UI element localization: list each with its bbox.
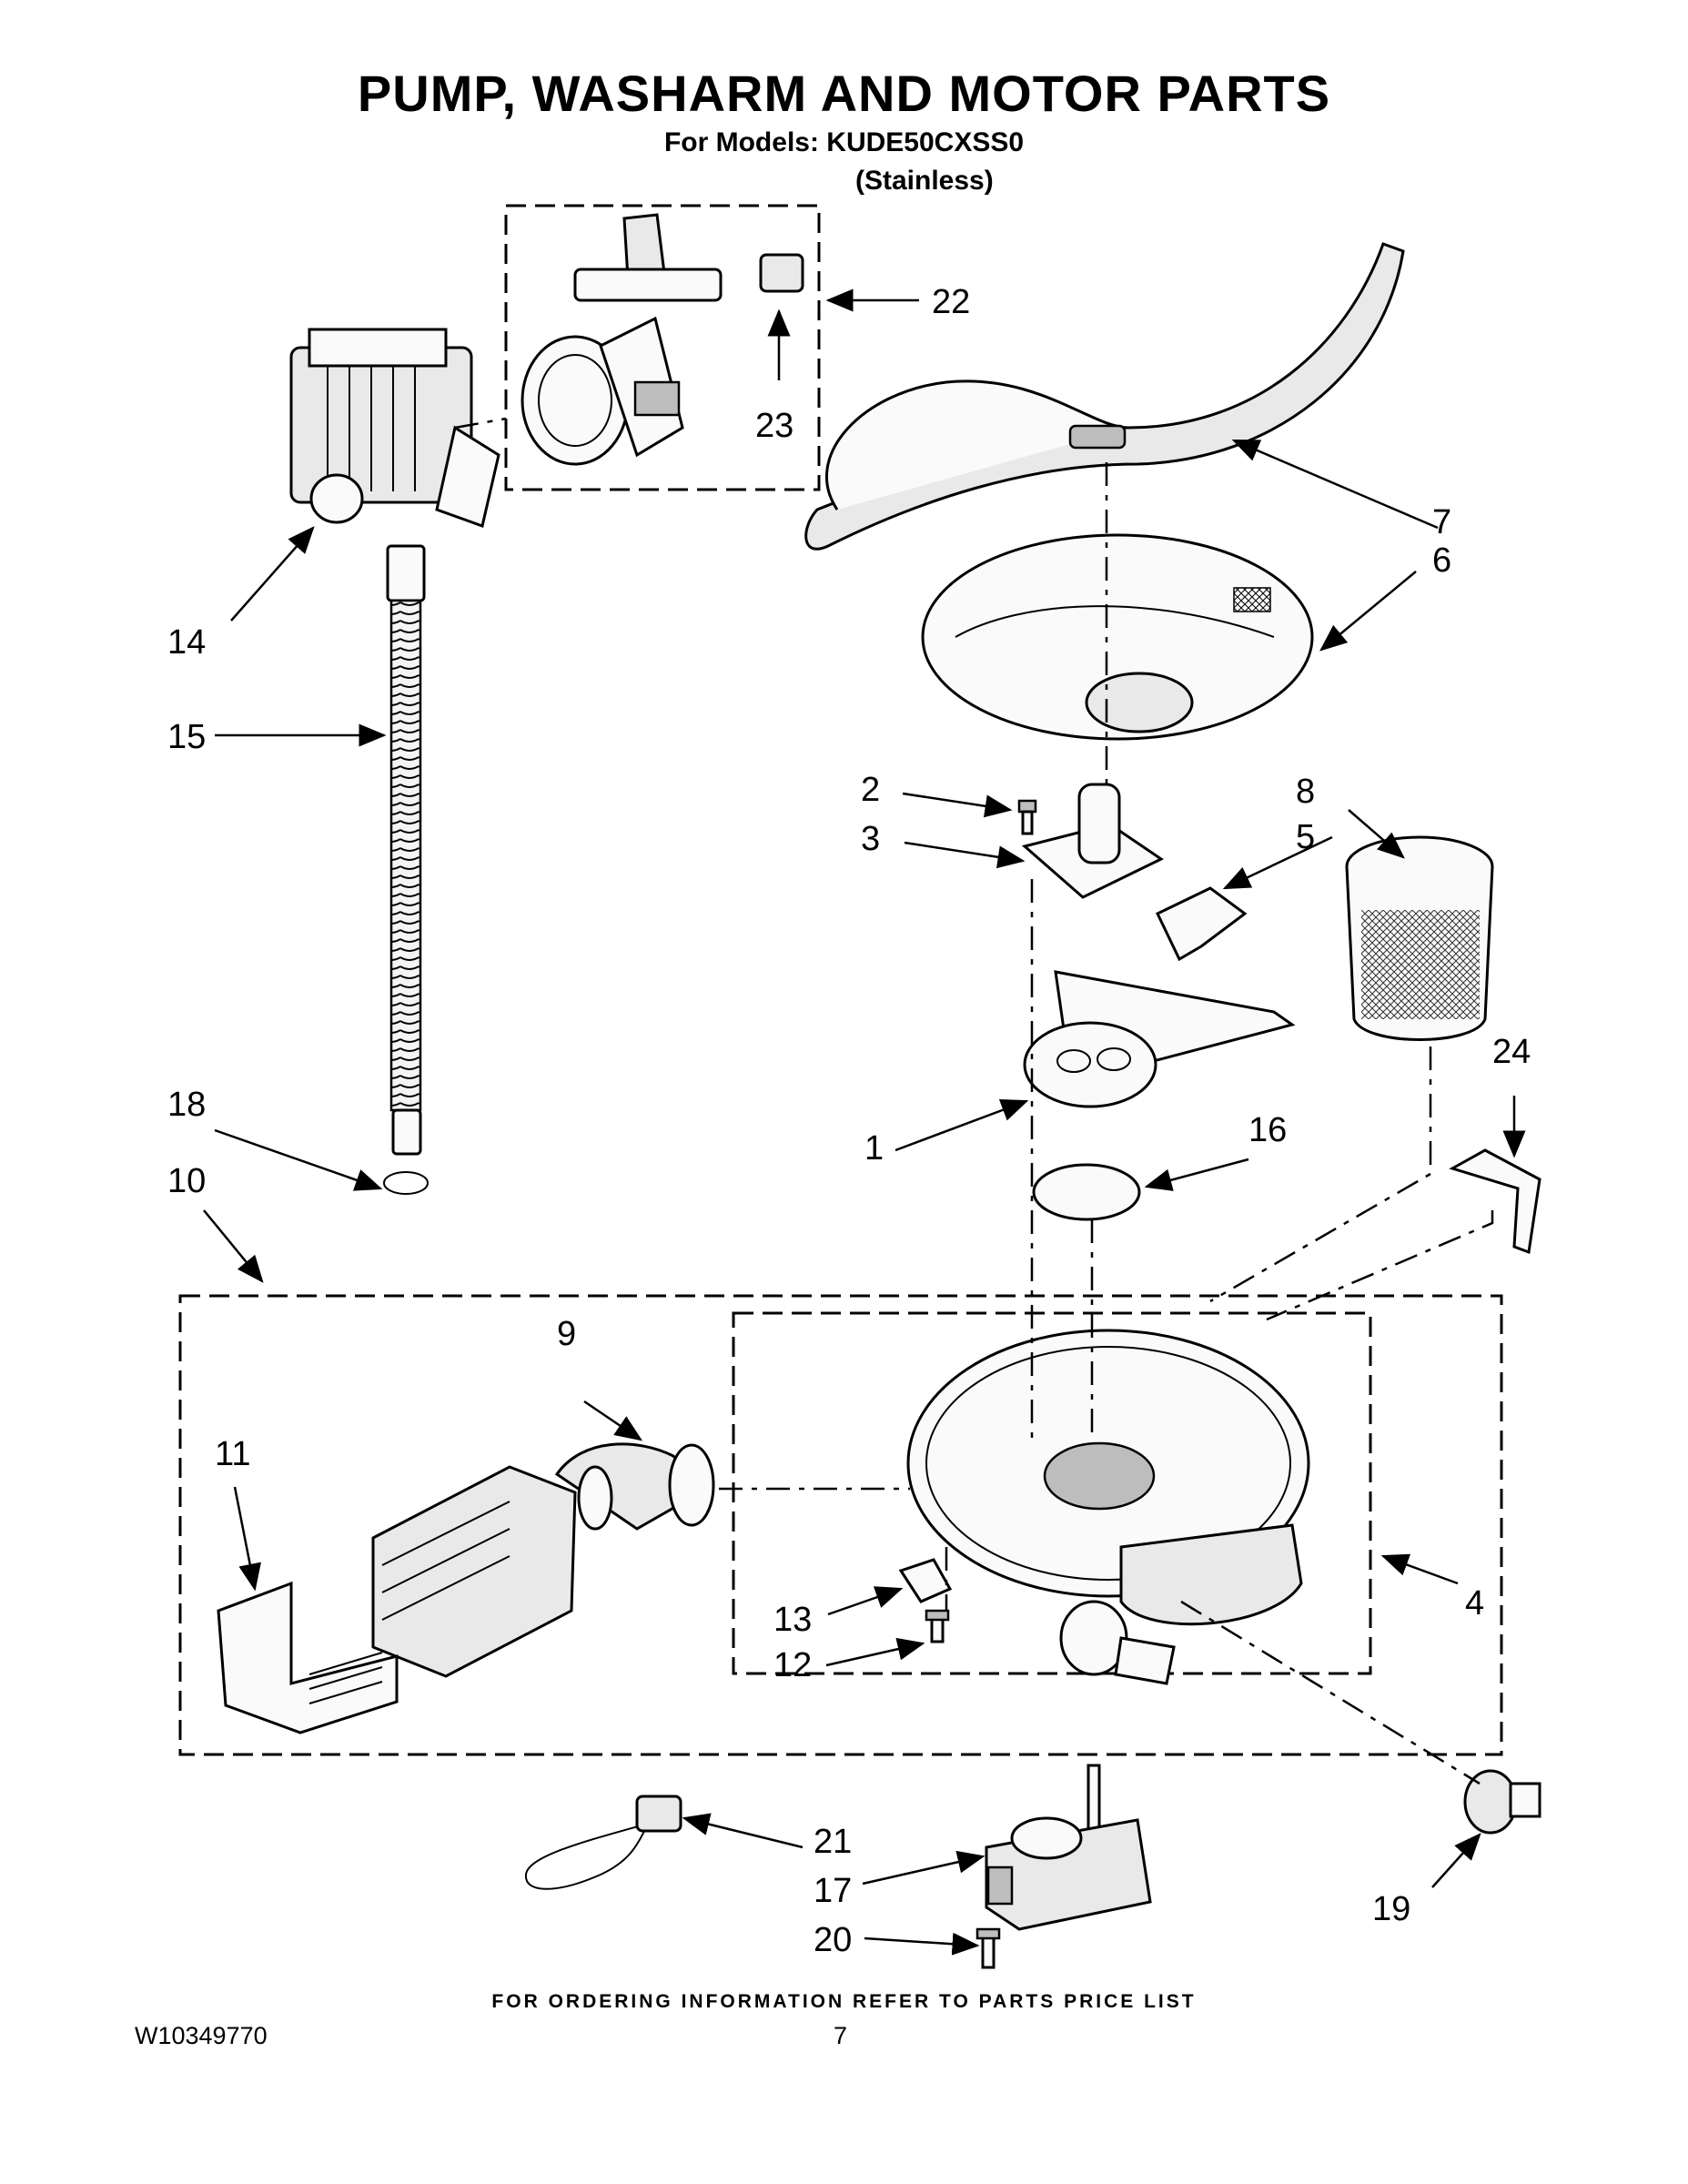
sump-assembly-part-4: [906, 1329, 1310, 1685]
retainer-part-24: [1449, 1148, 1541, 1255]
pump-housing-part-22: [521, 213, 723, 466]
callout-16: 16: [1248, 1111, 1287, 1149]
document-number: W10349770: [135, 2022, 268, 2049]
screw-part-12: [925, 1609, 950, 1643]
hose-connector-part-9: [554, 1442, 715, 1531]
thermistor-part-23: [759, 253, 804, 293]
drain-hose-part-15: [386, 544, 426, 1156]
screw-part-2: [1017, 799, 1037, 835]
callout-7: 7: [1432, 503, 1451, 541]
callout-2: 2: [861, 771, 880, 809]
callout-21: 21: [814, 1823, 852, 1861]
diaphragm-part-16: [1032, 1163, 1141, 1221]
callout-11: 11: [215, 1435, 250, 1473]
sensor-part-19: [1463, 1769, 1541, 1835]
assembly-box-4: [732, 1311, 1372, 1675]
diverter-motor-part-17: [985, 1764, 1152, 1931]
filter-part-8: [1345, 835, 1494, 1041]
ordering-note: FOR ORDERING INFORMATION REFER TO PARTS …: [491, 1991, 1197, 2012]
callout-3: 3: [861, 820, 880, 858]
callout-19: 19: [1372, 1890, 1410, 1928]
callout-23: 23: [755, 407, 793, 445]
callout-24: 24: [1492, 1033, 1531, 1071]
clip-part-5: [1156, 886, 1248, 962]
callout-10: 10: [167, 1162, 206, 1200]
finish-label: (Stainless): [855, 166, 994, 196]
spray-shield-part-6: [921, 533, 1314, 741]
pump-cover-part-3: [1021, 783, 1164, 899]
drain-pump-part-14: [289, 328, 500, 528]
callout-22: 22: [932, 283, 970, 321]
callout-8: 8: [1296, 773, 1315, 811]
motor-assembly: [371, 1465, 577, 1678]
hose-clamp-part-18: [383, 1171, 429, 1195]
page-number: 7: [834, 2022, 848, 2049]
callout-5: 5: [1296, 818, 1315, 856]
callout-15: 15: [167, 718, 206, 756]
assembly-box-22: [504, 204, 821, 491]
callout-4: 4: [1465, 1584, 1484, 1623]
models-line: For Models: KUDE50CXSS0: [663, 127, 1025, 157]
assembly-box-10: [178, 1294, 1503, 1756]
pump-plate-part-1: [1023, 970, 1296, 1108]
page-title: PUMP, WASHARM AND MOTOR PARTS: [357, 65, 1331, 122]
callout-17: 17: [814, 1872, 852, 1910]
callout-9: 9: [557, 1315, 576, 1353]
callout-6: 6: [1432, 541, 1451, 580]
sensor-part-21: [524, 1795, 682, 1890]
lower-wash-arm-part-7: [804, 242, 1405, 551]
callout-18: 18: [167, 1086, 206, 1124]
bracket-part-13: [898, 1558, 953, 1603]
screw-part-20: [975, 1927, 1001, 1969]
callout-20: 20: [814, 1921, 852, 1959]
callout-14: 14: [167, 623, 206, 662]
callout-12: 12: [773, 1646, 812, 1684]
callout-13: 13: [773, 1601, 812, 1639]
motor-shield-part-11: [217, 1581, 399, 1734]
callout-1: 1: [864, 1129, 884, 1168]
